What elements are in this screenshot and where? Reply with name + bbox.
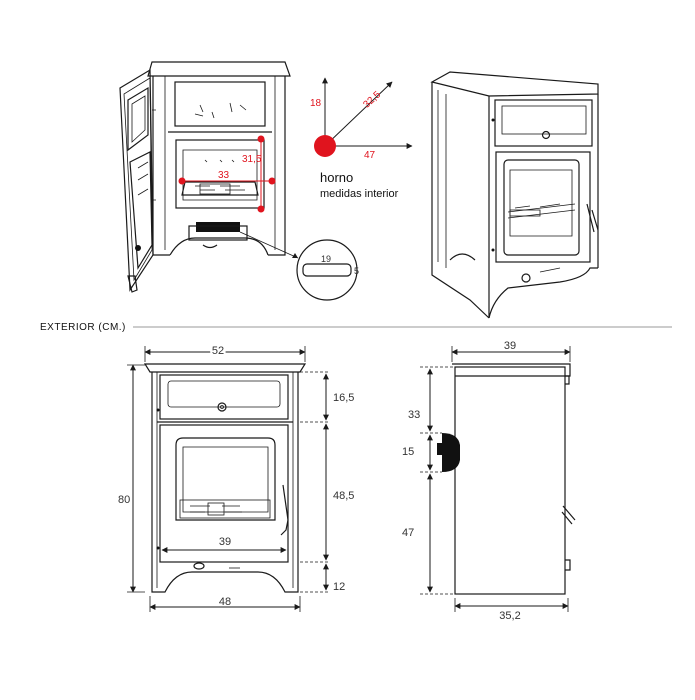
axis-depth-label: 47 bbox=[364, 150, 376, 161]
perspective-stove-illustration bbox=[430, 71, 599, 319]
inner-height-label: 31,5 bbox=[242, 154, 262, 165]
front-middle-section-label: 48,5 bbox=[333, 490, 354, 502]
side-upper-label: 33 bbox=[408, 409, 420, 421]
axis-height-label: 18 bbox=[310, 98, 322, 109]
slot-width-label: 19 bbox=[321, 254, 331, 264]
open-stove-illustration: 31,5 33 bbox=[119, 61, 299, 293]
inner-width-label: 33 bbox=[218, 170, 230, 181]
front-base-label: 12 bbox=[333, 581, 345, 593]
front-top-section-label: 16,5 bbox=[333, 392, 354, 404]
horno-title: horno bbox=[320, 170, 353, 185]
side-view-drawing: 39 33 15 47 35,2 bbox=[402, 340, 576, 622]
front-door-width-label: 39 bbox=[219, 536, 231, 548]
front-height-label: 80 bbox=[118, 494, 130, 506]
axis-diagonal-label: 32,5 bbox=[361, 89, 383, 110]
side-handle-label: 15 bbox=[402, 446, 414, 458]
side-depth-label: 35,2 bbox=[499, 610, 520, 622]
side-lower-label: 47 bbox=[402, 527, 414, 539]
oven-axis-diagram: 18 32,5 47 horno medidas interior bbox=[310, 77, 413, 200]
front-view-drawing: 52 80 16,5 48,5 12 39 48 bbox=[118, 343, 354, 612]
ashpan-slot-callout: 19 5 bbox=[296, 239, 359, 301]
slot-height-label: 5 bbox=[354, 266, 359, 276]
side-top-width-label: 39 bbox=[504, 340, 516, 352]
medidas-interior-label: medidas interior bbox=[320, 188, 399, 200]
front-top-width-label: 52 bbox=[212, 345, 224, 357]
exterior-label: EXTERIOR (CM.) bbox=[40, 322, 126, 333]
front-base-width-label: 48 bbox=[219, 596, 231, 608]
